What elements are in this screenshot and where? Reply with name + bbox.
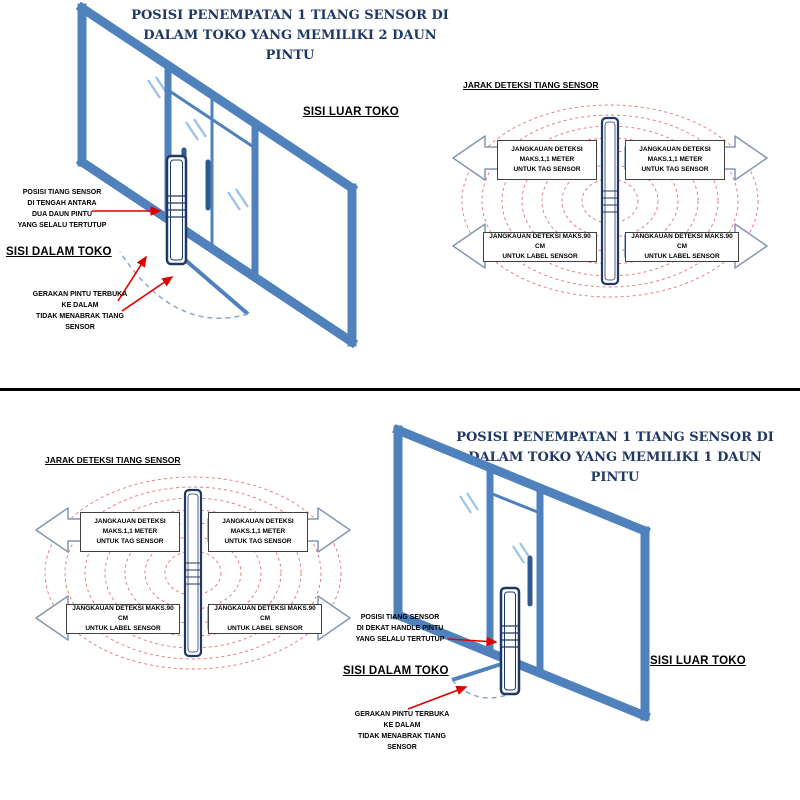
glass-reflection-marks	[147, 76, 249, 211]
tag-range-box-right: JANGKAUAN DETEKSI MAKS.1,1 METER UNTUK T…	[625, 140, 725, 180]
detection-range-diagram-bottom	[35, 476, 351, 670]
label-range-text-right: JANGKAUAN DETEKSI MAKS.90 CM UNTUK LABEL…	[631, 233, 733, 260]
pole-position-arrow	[447, 636, 498, 647]
label-range-box-left: JANGKAUAN DETEKSI MAKS.90 CM UNTUK LABEL…	[66, 604, 180, 634]
tag-range-text-right: JANGKAUAN DETEKSI MAKS.1,1 METER UNTUK T…	[222, 518, 294, 545]
detection-range-title: JARAK DETEKSI TIANG SENSOR	[45, 455, 181, 465]
sensor-pole	[183, 488, 203, 658]
door-handles	[181, 147, 211, 211]
detection-range-diagram-top	[452, 104, 768, 298]
tag-range-text-left: JANGKAUAN DETEKSI MAKS.1,1 METER UNTUK T…	[94, 518, 166, 545]
tag-range-box-right: JANGKAUAN DETEKSI MAKS.1,1 METER UNTUK T…	[208, 512, 308, 552]
door-swing-note: GERAKAN PINTU TERBUKA KE DALAM TIDAK MEN…	[354, 711, 450, 751]
inside-store-label: SISI DALAM TOKO	[343, 665, 449, 677]
door-swing-arrow-2	[121, 276, 174, 312]
door-top-rail	[489, 491, 541, 515]
inside-store-label: SISI DALAM TOKO	[6, 246, 112, 258]
tag-range-box-left: JANGKAUAN DETEKSI MAKS.1,1 METER UNTUK T…	[80, 512, 180, 552]
sensor-pole	[600, 116, 620, 286]
tag-range-text-left: JANGKAUAN DETEKSI MAKS.1,1 METER UNTUK T…	[511, 146, 583, 173]
door-swing-arrow-1	[117, 255, 147, 302]
label-range-box-right: JANGKAUAN DETEKSI MAKS.90 CM UNTUK LABEL…	[625, 232, 739, 262]
wall-frame	[392, 424, 651, 722]
wall-mullions	[486, 467, 544, 673]
storefront-illustration-two-doors	[75, 1, 359, 349]
glass-reflection-marks	[459, 492, 532, 564]
tag-range-box-left: JANGKAUAN DETEKSI MAKS.1,1 METER UNTUK T…	[497, 140, 597, 180]
two-door-title: POSISI PENEMPATAN 1 TIANG SENSOR DI DALA…	[131, 8, 449, 64]
pole-position-note: POSISI TIANG SENSOR DI DEKAT HANDLE PINT…	[355, 614, 445, 643]
outside-store-label: SISI LUAR TOKO	[650, 655, 746, 667]
sensor-pole	[499, 586, 521, 696]
section-divider	[0, 388, 800, 391]
storefront-illustration-one-door	[392, 424, 651, 722]
label-range-text-right: JANGKAUAN DETEKSI MAKS.90 CM UNTUK LABEL…	[214, 605, 316, 632]
door-swing-arrow	[407, 685, 468, 710]
open-door-edge	[174, 250, 250, 316]
annotation-arrows	[407, 636, 498, 710]
annotation-arrows	[92, 206, 174, 312]
label-range-box-left: JANGKAUAN DETEKSI MAKS.90 CM UNTUK LABEL…	[483, 232, 597, 262]
tag-range-text-right: JANGKAUAN DETEKSI MAKS.1,1 METER UNTUK T…	[639, 146, 711, 173]
label-range-text-left: JANGKAUAN DETEKSI MAKS.90 CM UNTUK LABEL…	[489, 233, 591, 260]
wall-frame	[75, 1, 359, 349]
outside-store-label: SISI LUAR TOKO	[303, 106, 399, 118]
one-door-title: POSISI PENEMPATAN 1 TIANG SENSOR DI DALA…	[456, 430, 774, 486]
label-range-box-right: JANGKAUAN DETEKSI MAKS.90 CM UNTUK LABEL…	[208, 604, 322, 634]
label-range-text-left: JANGKAUAN DETEKSI MAKS.90 CM UNTUK LABEL…	[72, 605, 174, 632]
sensor-pole	[165, 154, 188, 266]
door-frames	[167, 88, 256, 249]
door-swing-note: GERAKAN PINTU TERBUKA KE DALAM TIDAK MEN…	[32, 291, 128, 331]
detection-arcs	[44, 476, 342, 670]
pole-position-note: POSISI TIANG SENSOR DI TENGAH ANTARA DUA…	[17, 189, 107, 229]
detection-range-title: JARAK DETEKSI TIANG SENSOR	[463, 80, 599, 90]
